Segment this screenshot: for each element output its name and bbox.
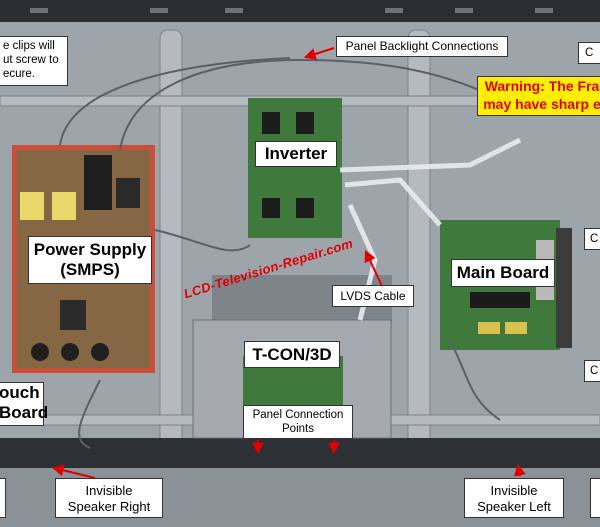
side-connector-strip xyxy=(556,228,572,348)
power-supply-label: Power Supply (SMPS) xyxy=(28,236,152,284)
panel-backlight-label: Panel Backlight Connections xyxy=(336,36,508,57)
edge-box-right xyxy=(590,478,600,518)
bottom-frame xyxy=(0,438,600,468)
inverter-board xyxy=(248,98,342,238)
wiring xyxy=(59,57,521,449)
arrow-speaker-left xyxy=(513,463,526,477)
speaker-left-label: Invisible Speaker Left xyxy=(464,478,564,518)
top-frame-vents xyxy=(30,8,553,13)
edge-label-3: C xyxy=(584,360,600,382)
top-frame xyxy=(0,0,600,22)
edge-label-1: C xyxy=(578,42,600,64)
speaker-right-label: Invisible Speaker Right xyxy=(55,478,163,518)
touch-board-label: ouch Board xyxy=(0,382,48,426)
warning-label: Warning: The Fra may have sharp e xyxy=(477,76,600,116)
panel-connection-label: Panel Connection Points xyxy=(243,405,353,439)
inverter-label: Inverter xyxy=(255,141,337,167)
arrow-lvds xyxy=(364,249,383,287)
clips-note-label: e clips will ut screw to ecure. xyxy=(0,36,68,86)
tcon-3d-label: T-CON/3D xyxy=(244,341,340,368)
lvds-cable-label: LVDS Cable xyxy=(332,285,414,307)
main-board-label: Main Board xyxy=(451,259,555,287)
edge-label-2: C xyxy=(584,228,600,250)
edge-box-left xyxy=(0,478,6,518)
arrow-backlight xyxy=(303,47,335,60)
arrow-speaker-right xyxy=(51,464,96,479)
